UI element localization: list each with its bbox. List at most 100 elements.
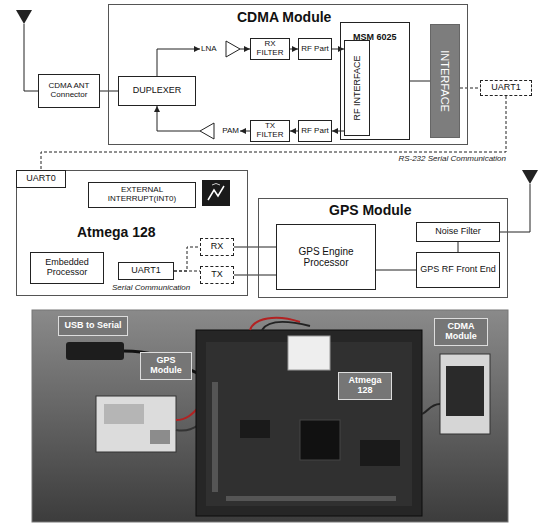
signal-line xyxy=(174,247,200,271)
box-label: PAM xyxy=(222,127,239,136)
pin-header xyxy=(212,382,218,492)
dashed-port-box: UART1 xyxy=(480,80,532,96)
block-box: RX FILTER xyxy=(250,38,290,60)
module-title: CDMA Module xyxy=(237,10,331,25)
icon-mark xyxy=(208,186,224,200)
block-box: UART0 xyxy=(16,170,66,188)
signal-line xyxy=(240,131,250,132)
board-module xyxy=(288,336,330,370)
gps-part xyxy=(150,430,170,444)
signal-line xyxy=(157,49,200,76)
signal-line xyxy=(332,131,344,132)
signal-line xyxy=(234,247,276,248)
box-label: USB to Serial xyxy=(64,321,121,331)
wire xyxy=(250,318,300,330)
chip-frame: MSM 6025RF INTERFACE xyxy=(340,22,410,140)
box-label: RX xyxy=(211,242,224,252)
interrupt-icon xyxy=(202,180,230,206)
dashed-port-box: TX xyxy=(200,266,234,284)
module-title: Atmega 128 xyxy=(77,225,156,240)
interface-box: RF INTERFACE xyxy=(344,40,370,136)
cdma-board xyxy=(440,354,490,434)
gps-chip xyxy=(104,404,144,424)
module-frame: CDMA ModuleDUPLEXER LNA RX FILTER RF Part MS… xyxy=(108,4,468,145)
signal-line xyxy=(234,275,276,276)
board-part xyxy=(360,440,400,466)
antenna-symbol xyxy=(522,170,538,184)
signal-line xyxy=(290,131,298,132)
box-label: Atmega 128 xyxy=(341,376,389,396)
block-box: GPS RF Front End xyxy=(416,252,500,288)
box-label: RX FILTER xyxy=(253,40,287,58)
box-label: UART1 xyxy=(131,266,160,276)
box-label: GPS RF Front End xyxy=(420,265,496,275)
amplifier-symbol: LNA xyxy=(200,40,240,58)
block-box: CDMA ANT Connector xyxy=(38,74,100,108)
block-box: Embedded Processor xyxy=(30,252,104,284)
box-label: GPS Module xyxy=(143,356,189,376)
block-box: DUPLEXER xyxy=(118,76,196,106)
photo-label: USB to Serial xyxy=(58,316,128,336)
signal-line xyxy=(290,49,298,50)
module-title: GPS Module xyxy=(329,203,411,218)
amplifier-outline xyxy=(226,41,240,57)
block-box: UART1 xyxy=(118,262,174,280)
wire xyxy=(422,404,440,414)
signal-line xyxy=(410,81,430,82)
amplifier-symbol: PAM xyxy=(200,122,240,140)
box-label: RF Part xyxy=(301,45,329,54)
board-part xyxy=(240,420,270,438)
photo-label: GPS Module xyxy=(140,352,192,380)
signal-line xyxy=(458,242,459,252)
block-box: RF Part xyxy=(298,120,332,142)
interface-bar: INTERFACE xyxy=(430,24,460,138)
module-frame: GPS ModuleGPS Engine Processor Noise Filt… xyxy=(258,198,508,298)
cdma-antenna xyxy=(16,10,38,91)
block-box: GPS Engine Processor xyxy=(276,224,376,290)
module-frame: Atmega 128 UART0EXTERNAL INTERRUPT(INT0) E… xyxy=(16,170,248,296)
antenna-symbol xyxy=(16,10,32,24)
block-box: Noise Filter xyxy=(416,222,500,242)
amplifier-outline xyxy=(200,123,214,139)
photo xyxy=(32,310,508,522)
photo-label: Atmega 128 xyxy=(338,372,392,400)
block-box: EXTERNAL INTERRUPT(INT0) xyxy=(88,182,196,208)
icon-mark xyxy=(212,184,220,186)
dashed-port-box: RX xyxy=(200,238,234,256)
annotation: RS-232 Serial Communication xyxy=(398,155,506,164)
signal-line xyxy=(240,49,250,50)
gps-board xyxy=(96,396,176,452)
signal-line xyxy=(100,91,118,92)
annotation: Serial Communication xyxy=(112,284,190,293)
gps-antenna xyxy=(500,170,538,232)
photo-label: CDMA Module xyxy=(434,318,488,346)
antenna-wire xyxy=(500,184,530,232)
box-label: UART0 xyxy=(26,174,55,184)
box-label: CDMA ANT Connector xyxy=(41,82,97,100)
signal-line xyxy=(332,49,344,50)
signal-line xyxy=(460,88,480,89)
signal-line xyxy=(174,271,200,272)
block-box: TX FILTER xyxy=(250,120,290,142)
antenna-wire xyxy=(24,24,38,91)
box-label: Noise Filter xyxy=(435,227,481,237)
cdma-part xyxy=(446,366,484,416)
signal-line xyxy=(157,106,200,131)
icon-ground xyxy=(202,180,230,206)
box-label: RF INTERFACE xyxy=(352,55,362,120)
box-label: TX FILTER xyxy=(253,122,287,140)
box-label: UART1 xyxy=(491,83,520,93)
box-label: GPS Engine Processor xyxy=(279,246,373,268)
box-label: CDMA Module xyxy=(437,322,485,342)
wire xyxy=(262,322,310,330)
box-label: Embedded Processor xyxy=(33,258,101,278)
usb-device xyxy=(66,342,124,360)
pin-header xyxy=(226,496,396,501)
box-label: TX xyxy=(211,270,223,280)
box-label: DUPLEXER xyxy=(133,86,182,96)
box-label: EXTERNAL INTERRUPT(INT0) xyxy=(91,186,193,204)
block-box: RF Part xyxy=(298,38,332,60)
mcu-chip xyxy=(300,420,340,460)
signal-line xyxy=(376,270,416,271)
